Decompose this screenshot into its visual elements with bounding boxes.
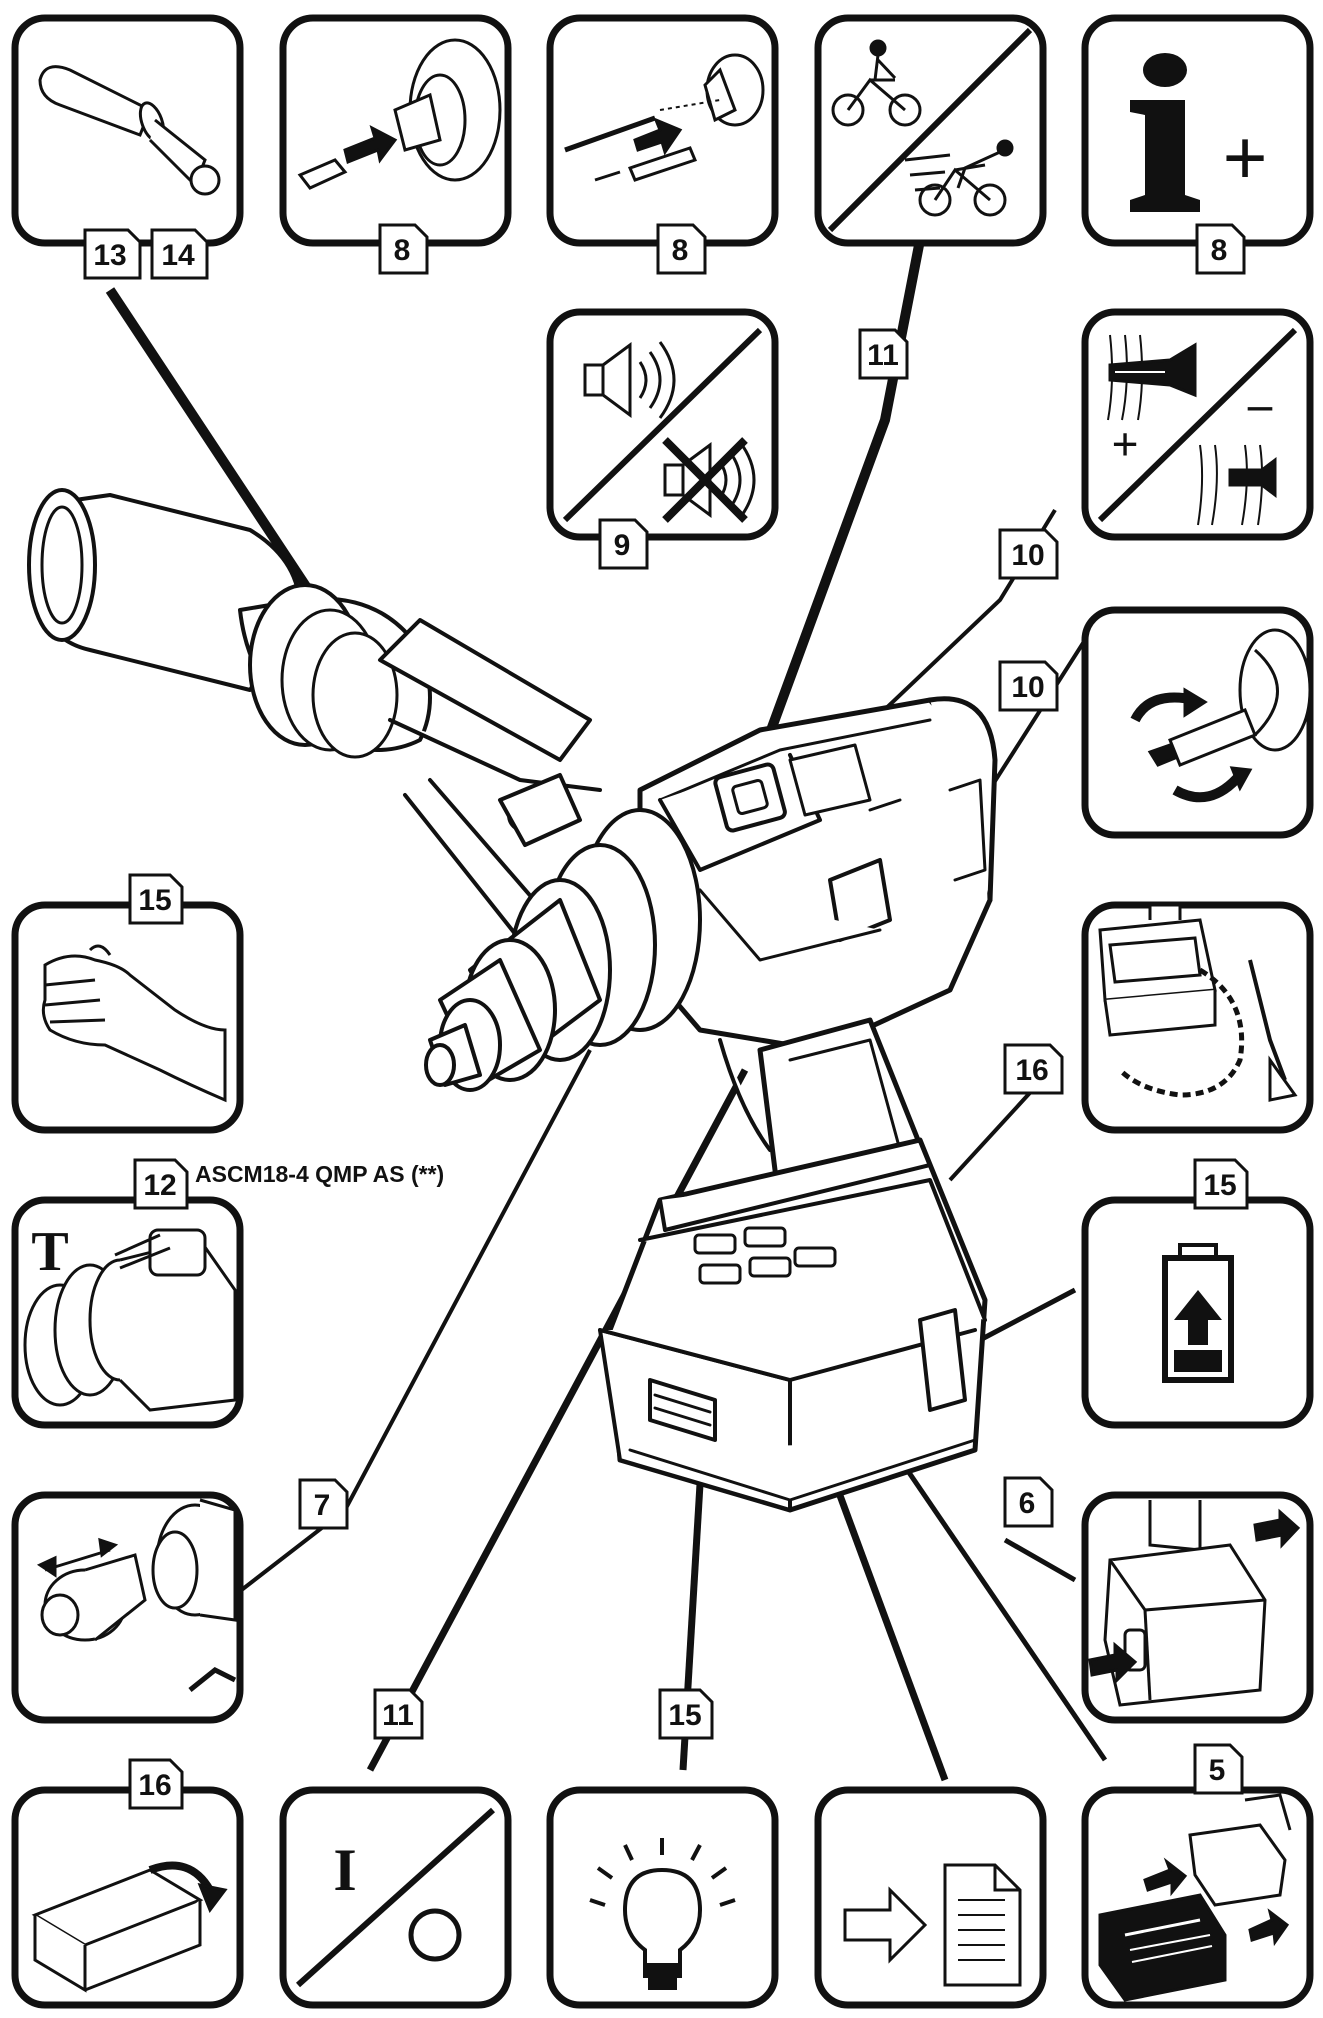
on-symbol: I [333,1837,356,1903]
number-tags: 13 14 8 8 8 11 9 10 [83,223,1249,1810]
svg-text:6: 6 [1019,1487,1036,1520]
tag-12: 12 [133,1158,189,1210]
tag-8-adapter: 8 [656,223,707,275]
panel-speed [814,14,1047,247]
tag-13: 13 [83,228,142,280]
battery-insert-icon [1098,1793,1292,2002]
tag-16-tether: 16 [1003,1043,1064,1095]
tag-14: 14 [150,228,209,280]
screw-large-icon [1107,334,1197,421]
svg-text:11: 11 [382,1699,414,1732]
panel-hand [11,901,244,1134]
hammer-drill-icon [23,1228,237,1412]
bit-insert-icon [297,38,502,190]
tag-10-torque: 10 [998,528,1059,580]
panel-hammer: T [11,1196,244,1429]
tag-5: 5 [1193,1743,1244,1795]
drill-illustration [27,488,998,1513]
info-icon: + [1130,53,1268,212]
rotation-icon [1130,628,1312,803]
hand-icon [41,944,227,1103]
panel-torque: + – [1081,308,1314,541]
bike-slow-icon [831,39,922,127]
torque-plus-symbol: + [1111,418,1138,471]
panel-document [814,1786,1047,2009]
tether-icon [1098,903,1298,1102]
svg-text:5: 5 [1209,1754,1226,1787]
panel-battery-lock [1081,1491,1314,1724]
speaker-off-icon [662,437,756,523]
svg-text:8: 8 [672,234,689,267]
svg-text:9: 9 [614,529,631,562]
panel-on-off: I [279,1786,512,2009]
drill-chuck [424,808,702,1092]
panel-light [546,1786,779,2009]
panel-rotation [1081,606,1314,839]
panel-bit-insert [279,14,512,247]
svg-text:13: 13 [93,239,126,272]
panel-battery-charge [1081,1196,1314,1429]
tag-9: 9 [598,518,649,570]
svg-text:10: 10 [1011,539,1044,572]
svg-text:14: 14 [161,239,195,272]
speaker-on-icon [583,341,676,419]
panel-chuck-change [11,1491,244,1724]
off-symbol [408,1908,462,1962]
battery-charge-icon [1162,1243,1234,1383]
svg-text:16: 16 [1015,1054,1048,1087]
info-plus-symbol: + [1222,115,1268,203]
drill-body [637,696,998,1053]
svg-text:8: 8 [1211,234,1228,267]
panel-sound [546,308,779,541]
tag-15-hand: 15 [128,873,184,925]
chuck-change-icon [36,1498,237,1692]
svg-text:15: 15 [1203,1169,1236,1202]
tag-7: 7 [298,1478,349,1530]
svg-text:12: 12 [143,1169,176,1202]
svg-text:11: 11 [867,339,899,372]
side-handle [27,488,602,942]
svg-text:8: 8 [394,234,411,267]
tag-11-onoff: 11 [373,1688,424,1740]
svg-text:10: 10 [1011,671,1044,704]
model-label: ASCM18-4 QMP AS (**) [195,1161,444,1187]
svg-text:15: 15 [138,884,171,917]
panel-tether [1081,901,1314,1134]
tag-8-info: 8 [1195,223,1246,275]
torque-minus-symbol: – [1247,378,1273,431]
tag-10-rotation: 10 [998,660,1059,712]
panel-side-handle [11,14,244,247]
panel-info: + [1081,14,1314,247]
panel-battery-insert [1081,1786,1314,2009]
svg-text:7: 7 [314,1489,331,1522]
tag-15-light: 15 [658,1688,714,1740]
tag-8-bit: 8 [378,223,429,275]
svg-text:15: 15 [668,1699,701,1732]
drill-battery [598,1137,988,1513]
panel-packaging [11,1786,244,2009]
box-icon [31,1861,228,1993]
screw-small-icon [1197,444,1277,526]
adapter-insert-icon [564,53,765,182]
tag-6: 6 [1003,1476,1054,1528]
svg-text:16: 16 [138,1769,171,1802]
side-handle-icon [38,65,221,196]
document-icon [843,1863,1022,1987]
panel-adapter-insert [546,14,779,247]
battery-buttons [693,1226,837,1285]
battery-lock-icon [1088,1500,1301,1707]
hammer-symbol: T [31,1221,68,1283]
bike-fast-icon [904,139,1014,217]
tag-15-battery: 15 [1193,1158,1249,1210]
lightbulb-icon [589,1838,736,1990]
tag-16-packaging: 16 [128,1758,184,1810]
tag-11-speed: 11 [858,328,909,380]
